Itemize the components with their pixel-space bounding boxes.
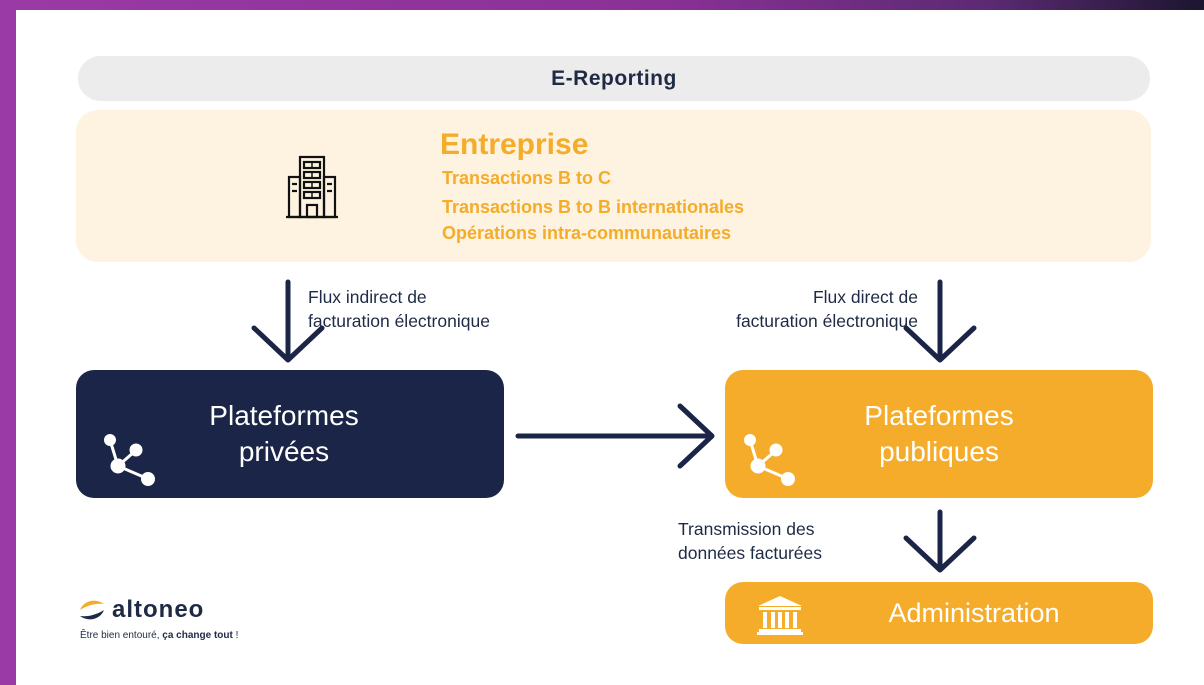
arrow-indirect (251, 279, 325, 363)
network-icon (104, 434, 155, 486)
bank-icon (757, 596, 803, 635)
altoneo-logo-icon (80, 600, 104, 620)
plateformes-publiques-label: Plateformes publiques (864, 400, 1014, 467)
entreprise-title: Entreprise (440, 128, 589, 161)
entreprise-line: Transactions B to C (442, 168, 612, 188)
plateformes-publiques-box: Plateformes publiques (725, 370, 1153, 498)
entreprise-line: Transactions B to B internationales (442, 197, 745, 217)
transmission-label: Transmission des données facturées (678, 519, 822, 563)
tagline-end: ! (232, 630, 239, 641)
plateformes-privees-label: Plateformes privées (209, 400, 359, 467)
entreprise-line: Opérations intra-communautaires (442, 223, 732, 243)
arrow-transmission (903, 509, 977, 573)
flux-direct-label: Flux direct de facturation électronique (736, 287, 918, 331)
administration-label: Administration (888, 598, 1060, 628)
tagline-start: Être bien entouré, (80, 630, 163, 641)
arrow-privees-to-publiques (515, 403, 715, 469)
entreprise-panel (76, 110, 1151, 262)
plateformes-privees-box: Plateformes privées (76, 370, 504, 498)
diagram-canvas: E-Reporting Entreprise Transactions B to… (16, 10, 1204, 685)
flow-arrows (251, 279, 977, 573)
diagram-title: E-Reporting (551, 66, 677, 90)
title-bar: E-Reporting (78, 56, 1150, 101)
brand-tagline: Être bien entouré, ça change tout ! (80, 630, 238, 641)
flux-indirect-label: Flux indirect de facturation électroniqu… (308, 287, 490, 331)
network-icon (744, 434, 795, 486)
building-icon (286, 155, 338, 219)
arrow-direct (903, 279, 977, 363)
altoneo-logo-text: altoneo (112, 596, 205, 623)
tagline-emphasis: ça change tout (162, 630, 233, 641)
